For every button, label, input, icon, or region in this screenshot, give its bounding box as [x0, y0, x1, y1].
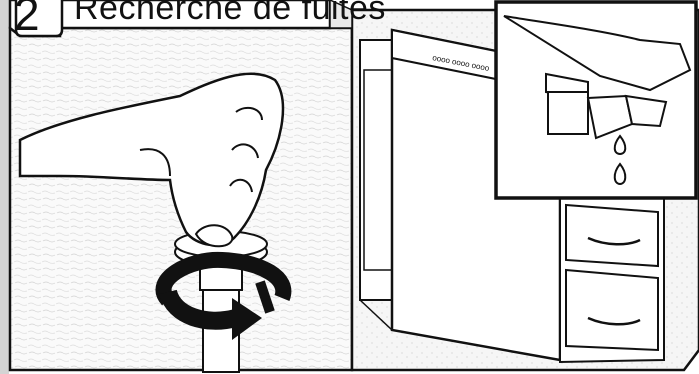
drawer-lower	[566, 270, 658, 350]
step-number: 2	[14, 0, 40, 40]
drawer-upper	[566, 205, 658, 266]
left-cabinet	[360, 40, 396, 300]
valve-fitting	[548, 92, 588, 134]
left-margin-strip	[0, 0, 9, 374]
leak-inset	[496, 2, 696, 198]
right-panel: oooo oooo oooo	[352, 2, 699, 370]
left-panel	[10, 28, 352, 372]
step-title: Recherche de fuites	[74, 0, 386, 30]
